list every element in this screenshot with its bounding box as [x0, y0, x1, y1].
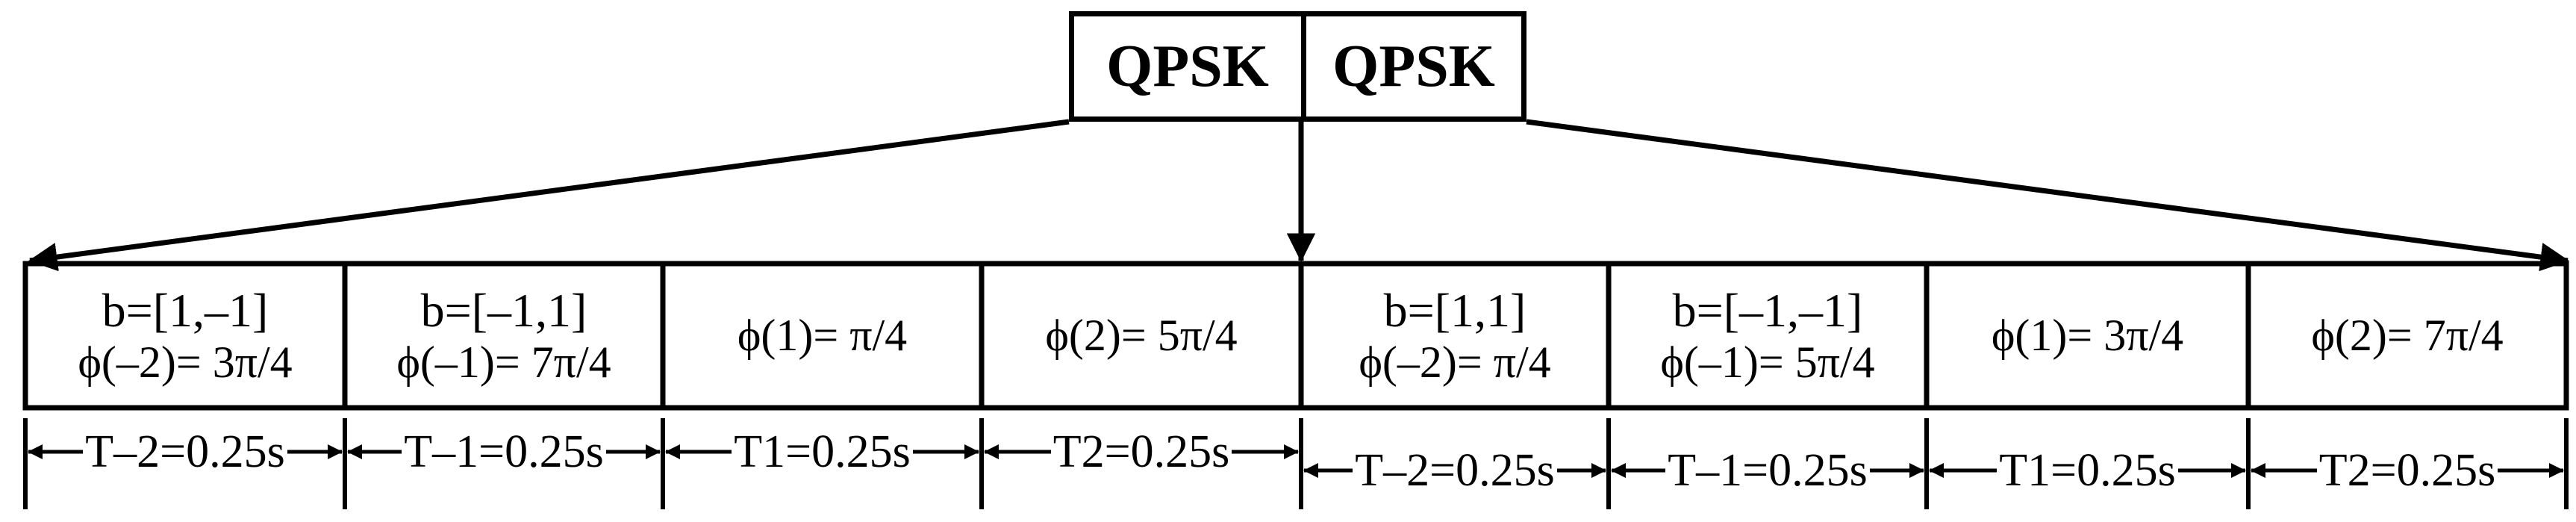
qpsk-box-right: QPSK — [1301, 11, 1526, 122]
qpsk-label-left: QPSK — [1106, 33, 1269, 99]
frame-cell-1: b=[1,–1] ϕ(–2)= 3π/4 — [25, 264, 345, 408]
cell-phase: ϕ(1)= π/4 — [737, 310, 908, 360]
frame-cell-8: ϕ(2)= 7π/4 — [2248, 264, 2566, 408]
cell-bits: b=[1,1] — [1383, 284, 1526, 338]
cell-bits: b=[–1,1] — [420, 284, 587, 338]
frame-row — [22, 261, 2569, 411]
cell-bits: b=[1,–1] — [102, 284, 269, 338]
cell-phase: ϕ(1)= 3π/4 — [1991, 310, 2184, 360]
cell-phase: ϕ(2)= 7π/4 — [2311, 310, 2504, 360]
left-spread-arrow — [28, 119, 1070, 272]
right-spread-arrow — [1526, 119, 2569, 272]
cell-phase: ϕ(–2)= π/4 — [1359, 337, 1551, 387]
frame-cell-4: ϕ(2)= 5π/4 — [982, 264, 1301, 408]
frame-cell-2: b=[–1,1] ϕ(–1)= 7π/4 — [345, 264, 663, 408]
qpsk-label-right: QPSK — [1332, 33, 1495, 99]
cell-bits: b=[–1,–1] — [1672, 284, 1863, 338]
frame-cell-6: b=[–1,–1] ϕ(–1)= 5π/4 — [1609, 264, 1927, 408]
cell-phase: ϕ(–1)= 5π/4 — [1660, 337, 1875, 387]
cell-phase: ϕ(2)= 5π/4 — [1045, 310, 1238, 360]
qpsk-box-left: QPSK — [1069, 11, 1306, 122]
duration-ticks — [23, 418, 2569, 509]
cell-phase: ϕ(–1)= 7π/4 — [396, 337, 611, 387]
frame-cell-3: ϕ(1)= π/4 — [663, 264, 982, 408]
frame-cell-5: b=[1,1] ϕ(–2)= π/4 — [1301, 264, 1609, 408]
frame-cell-7: ϕ(1)= 3π/4 — [1927, 264, 2248, 408]
cell-phase: ϕ(–2)= 3π/4 — [78, 337, 293, 387]
